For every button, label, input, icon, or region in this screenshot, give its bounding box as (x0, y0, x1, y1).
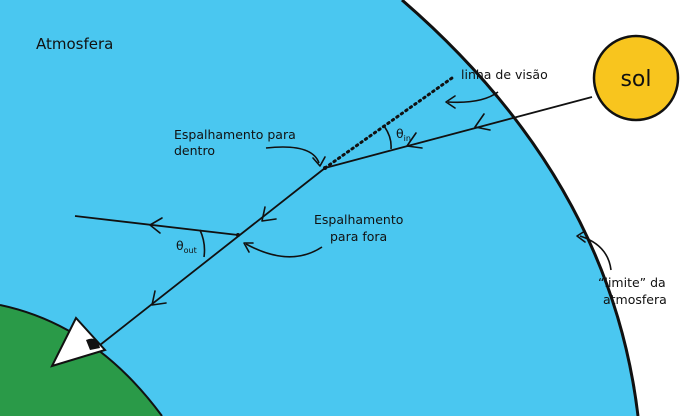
out-scatter-pointer (245, 243, 323, 258)
in-scatter-pointer-head (312, 156, 326, 167)
line-of-sight-pointer (447, 91, 499, 104)
out-ray-arrow (149, 217, 163, 234)
line-of-sight-label: linha de visão (461, 67, 548, 82)
boundary-pointer-head (576, 230, 586, 243)
sun-label: sol (620, 67, 651, 92)
atmosphere-region (0, 0, 638, 416)
in-scatter-pointer (265, 146, 320, 164)
theta-out-label: θout (176, 238, 197, 255)
in-scatter-point (323, 166, 327, 170)
line-of-sight-pointer-head (445, 95, 456, 109)
sun (592, 34, 680, 122)
theta-in-label: θin (396, 126, 411, 143)
earth-surface (0, 305, 162, 416)
in-scatter-label: Espalhamento para dentro (174, 127, 300, 158)
line-of-sight-arrow-1 (261, 206, 277, 222)
incoming-sun-ray (324, 96, 593, 169)
line-of-sight-arrow-2 (151, 290, 167, 306)
atmosphere-boundary (401, 0, 640, 416)
line-of-sight-extension (323, 76, 454, 170)
boundary-label: “limite” da atmosfera (598, 275, 670, 307)
theta-in-arc (383, 125, 392, 150)
sun-ray-arrow-1 (474, 113, 491, 131)
atmosphere-label: Atmosfera (36, 35, 113, 53)
out-scatter-point (236, 233, 240, 237)
boundary-pointer (579, 235, 612, 271)
out-scatter-label: Espalhamento para fora (314, 212, 407, 244)
eye-icon (50, 316, 107, 368)
out-scattered-ray (74, 215, 239, 236)
line-of-sight-ray (99, 167, 326, 346)
theta-out-arc (199, 229, 206, 258)
sun-ray-arrow-2 (406, 132, 423, 149)
out-scatter-pointer-head (243, 242, 254, 253)
